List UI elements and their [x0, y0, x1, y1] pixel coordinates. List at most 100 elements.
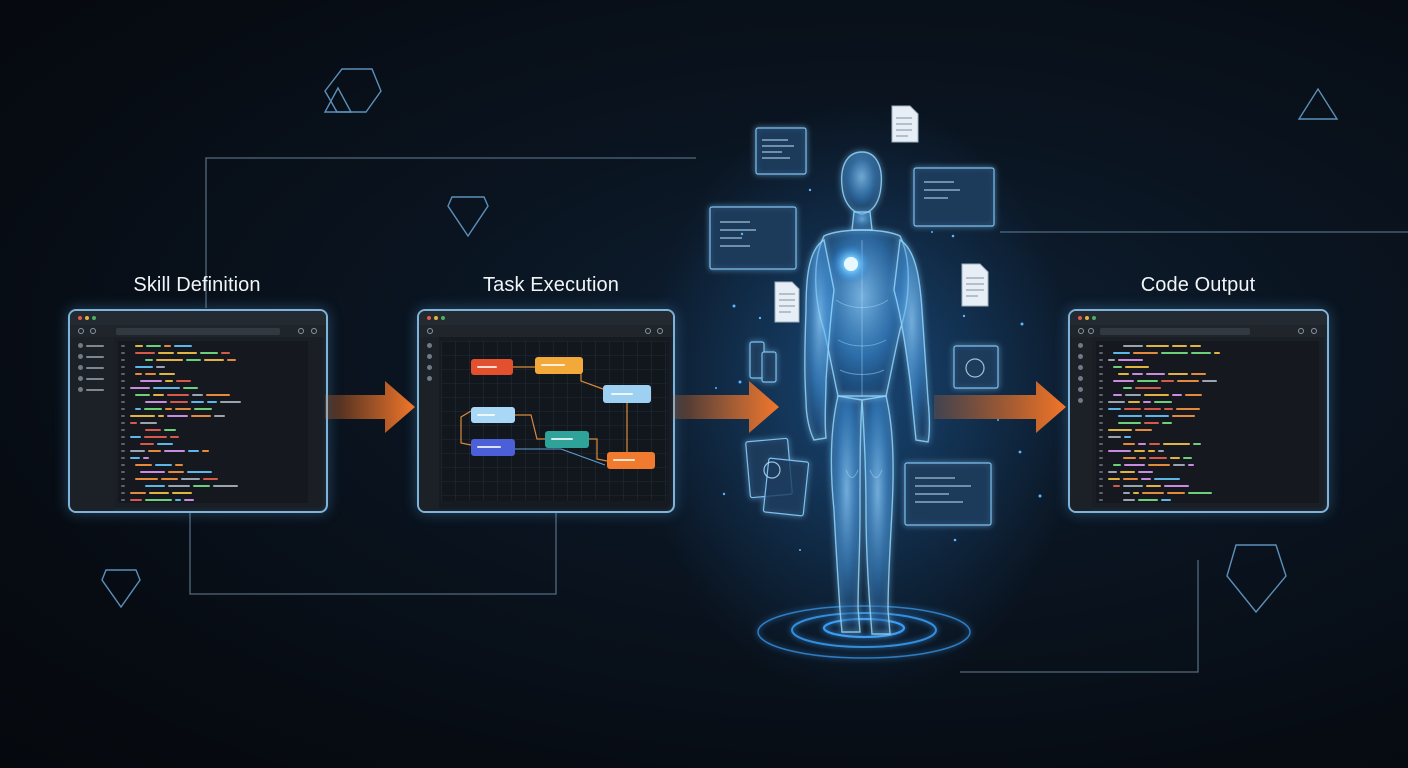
code-token: [1135, 387, 1161, 389]
code-token: [159, 373, 175, 375]
code-token: [1113, 366, 1122, 368]
code-token: [1138, 499, 1158, 501]
settings-icon: [311, 328, 317, 334]
line-number: [121, 366, 125, 368]
code-token: [1133, 352, 1158, 354]
line-number: [121, 422, 125, 424]
code-token: [1158, 450, 1164, 452]
line-number: [1099, 401, 1103, 403]
code-token: [153, 387, 180, 389]
line-number: [121, 387, 125, 389]
window-toolbar: [419, 325, 673, 337]
code-token: [1149, 443, 1160, 445]
code-token: [1143, 401, 1151, 403]
code-token: [168, 471, 184, 473]
line-number: [1099, 359, 1103, 361]
sidebar-item: [427, 365, 439, 370]
code-token: [130, 436, 141, 438]
code-token: [161, 478, 178, 480]
code-token: [1164, 485, 1189, 487]
code-token: [167, 415, 188, 417]
sidebar-item: [427, 343, 439, 348]
sidebar-item: [427, 376, 439, 381]
code-token: [164, 429, 176, 431]
code-token: [1144, 422, 1159, 424]
code-token: [191, 415, 211, 417]
line-number: [1099, 492, 1103, 494]
code-token: [1118, 373, 1129, 375]
code-token: [156, 366, 165, 368]
gem-icon: [447, 196, 489, 238]
code-token: [164, 345, 171, 347]
line-number: [1099, 485, 1103, 487]
code-token: [187, 471, 212, 473]
line-number: [1099, 478, 1103, 480]
sidebar-item: [1078, 387, 1092, 392]
code-token: [202, 450, 209, 452]
code-token: [175, 499, 181, 501]
back-icon: [78, 328, 84, 334]
code-token: [1144, 394, 1169, 396]
refresh-icon: [298, 328, 304, 334]
code-token: [177, 352, 197, 354]
code-token: [176, 380, 191, 382]
code-token: [221, 352, 230, 354]
window-titlebar: [70, 311, 326, 325]
code-token: [1154, 401, 1172, 403]
code-editor: [118, 341, 308, 503]
code-token: [1168, 373, 1188, 375]
code-token: [172, 492, 192, 494]
code-token: [130, 457, 140, 459]
code-token: [1148, 450, 1155, 452]
code-token: [165, 380, 173, 382]
code-token: [145, 429, 161, 431]
code-token: [1123, 499, 1135, 501]
maximize-icon: [1092, 316, 1096, 320]
code-token: [1113, 464, 1121, 466]
minimize-icon: [85, 316, 89, 320]
sidebar-item: [78, 343, 114, 348]
line-number: [121, 436, 125, 438]
code-token: [175, 408, 191, 410]
code-token: [1167, 492, 1185, 494]
back-icon: [1078, 328, 1084, 334]
line-number: [1099, 380, 1103, 382]
code-token: [1172, 415, 1195, 417]
code-token: [191, 401, 204, 403]
code-token: [153, 394, 164, 396]
line-number: [121, 380, 125, 382]
code-token: [1173, 464, 1185, 466]
code-token: [1154, 478, 1180, 480]
settings-icon: [657, 328, 663, 334]
line-number: [121, 401, 125, 403]
code-token: [140, 443, 154, 445]
line-number: [1099, 443, 1103, 445]
line-number: [1099, 499, 1103, 501]
flow-arrow-2: [673, 381, 779, 433]
code-token: [213, 485, 238, 487]
code-token: [1145, 415, 1169, 417]
code-token: [183, 387, 198, 389]
triangle-icon: [1297, 87, 1339, 120]
code-token: [168, 485, 190, 487]
code-token: [130, 492, 146, 494]
code-token: [1133, 492, 1139, 494]
line-number: [1099, 457, 1103, 459]
code-token: [145, 359, 153, 361]
code-token: [1188, 464, 1194, 466]
code-token: [206, 394, 230, 396]
code-token: [1123, 387, 1132, 389]
code-token: [203, 478, 218, 480]
code-token: [140, 422, 157, 424]
code-token: [135, 352, 155, 354]
menu-icon: [427, 328, 433, 334]
forward-icon: [1088, 328, 1094, 334]
flow-lines: [189, 157, 1408, 673]
code-token: [1146, 345, 1169, 347]
code-token: [1118, 415, 1142, 417]
code-token: [143, 457, 149, 459]
code-token: [1139, 457, 1146, 459]
code-token: [1120, 471, 1135, 473]
code-token: [144, 436, 167, 438]
code-token: [1134, 450, 1145, 452]
